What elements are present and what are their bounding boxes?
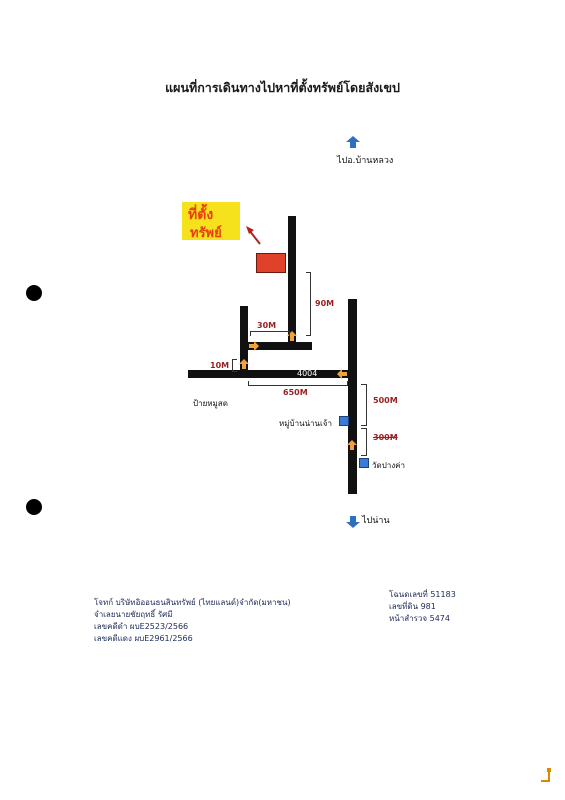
distance-bracket-90m xyxy=(306,272,311,336)
south-arrow-icon xyxy=(346,516,360,528)
red-case-number: เลขคดีแดง ผบE2961/2566 xyxy=(94,634,193,643)
corner-mark-icon xyxy=(541,768,551,782)
distance-bracket-10m xyxy=(232,359,237,372)
distance-10m-label: 10M xyxy=(210,361,230,370)
temple-label: วัดปางค่า xyxy=(372,461,406,470)
punch-hole-bottom xyxy=(26,499,42,515)
map-title: แผนที่การเดินทางไปหาที่ตั้งทรัพย์โดยสังเ… xyxy=(165,80,400,95)
road-west-branch xyxy=(240,306,248,376)
distance-bracket-30m xyxy=(250,331,290,336)
land-number: เลขที่ดิน 981 xyxy=(389,602,436,611)
road-4004 xyxy=(188,370,356,378)
distance-bracket-300m xyxy=(361,428,367,456)
distance-30m-label: 30M xyxy=(257,321,277,330)
property-pointer-arrow-icon xyxy=(246,226,261,245)
orange-arrow-up-icon xyxy=(347,440,357,450)
village-marker xyxy=(339,416,349,426)
property-label-line1: ที่ตั้ง xyxy=(188,207,214,223)
north-arrow-icon xyxy=(346,136,360,148)
deed-info-block: โฉนดเลขที่ 51183 เลขที่ดิน 981 หน้าสำรวจ… xyxy=(389,589,456,625)
road-north-branch xyxy=(288,216,296,348)
distance-650m-label: 650M xyxy=(283,388,308,397)
orange-arrow-left-icon xyxy=(337,369,347,379)
orange-arrow-up-icon xyxy=(239,359,249,369)
distance-90m-label: 90M xyxy=(315,299,335,308)
village-label: หมู่บ้านน่านเจ้า xyxy=(279,419,332,428)
north-destination-label: ไปอ.บ้านหลวง xyxy=(337,156,394,166)
road-number-label: 4004 xyxy=(297,369,318,378)
plaintiff-line: โจทก์ บริษัทอิออนธนสินทรัพย์ (ไทยแลนด์)จ… xyxy=(94,598,291,607)
black-case-number: เลขคดีดำ ผบE2523/2566 xyxy=(94,622,189,631)
south-destination-label: ไปน่าน xyxy=(362,516,390,526)
distance-300m-label: 300M xyxy=(373,433,398,442)
temple-marker xyxy=(359,458,369,468)
property-label-line2: ทรัพย์ xyxy=(190,226,222,241)
distance-500m-label: 500M xyxy=(373,396,398,405)
punch-hole-top xyxy=(26,285,42,301)
distance-bracket-650m xyxy=(248,381,348,386)
road-upper-horizontal xyxy=(240,342,312,350)
sign-left-label: ป้ายหมูสด xyxy=(193,399,228,408)
orange-arrow-right-icon xyxy=(249,341,259,351)
defendant-line: จำเลยนายชัยฤทธิ์ รัศมี xyxy=(94,610,173,619)
deed-number: โฉนดเลขที่ 51183 xyxy=(389,590,456,599)
road-main-vertical xyxy=(348,299,357,494)
property-label-box: ที่ตั้ง ทรัพย์ xyxy=(182,202,240,241)
survey-page: หน้าสำรวจ 5474 xyxy=(389,614,450,623)
distance-bracket-500m xyxy=(361,384,367,426)
property-marker xyxy=(256,253,286,273)
case-info-block: โจทก์ บริษัทอิออนธนสินทรัพย์ (ไทยแลนด์)จ… xyxy=(94,597,291,645)
